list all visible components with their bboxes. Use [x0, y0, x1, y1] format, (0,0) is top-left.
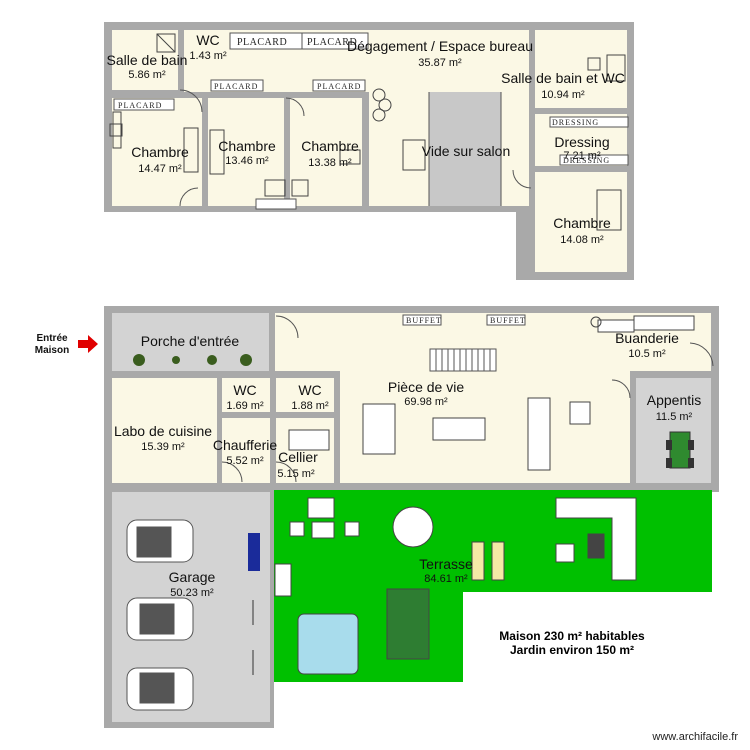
room-area: 14.08 m²: [560, 234, 604, 246]
room-label: Chambre: [553, 215, 611, 231]
room-label: Buanderie: [615, 330, 679, 346]
room-label: Dégagement / Espace bureau: [347, 38, 533, 54]
room-area: 69.98 m²: [404, 396, 448, 408]
room-area: 10.5 m²: [628, 348, 666, 360]
room-label: Salle de bain: [107, 52, 188, 68]
tractor-icon: [666, 431, 694, 469]
room-chambre-2: [208, 98, 284, 206]
room-area: 13.38 m²: [308, 157, 352, 169]
car-icons: [126, 519, 194, 711]
motorcycle-icon: [248, 533, 260, 571]
room-area: 5.15 m²: [277, 468, 315, 480]
summary-line2: Jardin environ 150 m²: [510, 643, 634, 657]
room-label: Porche d'entrée: [141, 333, 240, 349]
room-area: 5.86 m²: [128, 69, 166, 81]
room-label: Pièce de vie: [388, 379, 464, 395]
room-wc-3: [276, 378, 334, 412]
room-area: 1.43 m²: [189, 50, 227, 62]
room-area: 50.23 m²: [170, 587, 214, 599]
plant-icons: [133, 354, 252, 366]
upper-furniture: [109, 33, 626, 231]
room-chambre-1: [112, 98, 202, 206]
room-label: Dressing: [554, 134, 609, 150]
room-chaufferie: [222, 418, 270, 483]
terrace-furniture: [274, 497, 637, 675]
room-label: Appentis: [647, 392, 701, 408]
room-area: 1.69 m²: [226, 400, 264, 412]
room-area: 5.52 m²: [226, 455, 264, 467]
room-salle-de-bain-wc: [535, 30, 627, 108]
room-area: 15.39 m²: [141, 441, 185, 453]
entry-marker: Entrée Maison: [35, 333, 98, 356]
room-label: Garage: [169, 569, 216, 585]
upper-floor: PLACARD PLACARD PLACARD PLACARD PLACARD …: [104, 22, 634, 280]
entry-label-line2: Maison: [35, 345, 69, 356]
room-label: WC: [233, 382, 256, 398]
buffet-tag: BUFFET: [406, 316, 442, 325]
room-label: Terrasse: [419, 556, 473, 572]
placard-label: PLACARD: [317, 82, 361, 91]
buffet-tag: BUFFET: [490, 316, 526, 325]
room-salle-de-bain: [112, 30, 178, 90]
room-label: Chambre: [301, 138, 359, 154]
ground-doors: [221, 315, 714, 483]
room-area: 13.46 m²: [225, 155, 269, 167]
placard-label: PLACARD: [307, 37, 357, 48]
room-area: 10.94 m²: [541, 89, 585, 101]
room-label: Salle de bain et WC: [501, 70, 625, 86]
room-chambre-3: [290, 98, 362, 206]
room-label: Chambre: [218, 138, 276, 154]
room-area: 1.88 m²: [291, 400, 329, 412]
room-label: WC: [196, 32, 219, 48]
room-wc-2: [222, 378, 270, 412]
dressing-tag: DRESSING: [552, 118, 599, 127]
placard-label: PLACARD: [118, 101, 162, 110]
void-over-living: [429, 92, 501, 206]
summary-line1: Maison 230 m² habitables: [499, 629, 645, 643]
room-label: Chaufferie: [213, 437, 278, 453]
room-label: Vide sur salon: [422, 143, 510, 159]
ground-floor: BUFFET BUFFET: [104, 306, 719, 728]
room-chambre-4: [535, 172, 627, 272]
entry-label-line1: Entrée: [36, 333, 68, 344]
dressing-tag: DRESSING: [563, 156, 610, 165]
room-label: Labo de cuisine: [114, 423, 212, 439]
credit-text: www.archifacile.fr: [651, 731, 738, 743]
room-area: 84.61 m²: [424, 573, 468, 585]
ground-furniture: [288, 315, 695, 471]
entry-arrow-icon: [78, 335, 98, 353]
placard-label: PLACARD: [214, 82, 258, 91]
room-area: 11.5 m²: [656, 411, 693, 423]
placard-label: PLACARD: [237, 37, 287, 48]
upper-doors: [179, 89, 532, 207]
placard-tags: [113, 32, 369, 210]
room-area: 7.21 m²: [563, 150, 601, 162]
room-label: WC: [298, 382, 321, 398]
staircase: [429, 348, 497, 372]
room-area: 14.47 m²: [138, 163, 182, 175]
room-label: Cellier: [278, 449, 318, 465]
room-label: Chambre: [131, 144, 189, 160]
room-labo: [112, 378, 217, 483]
room-area: 35.87 m²: [418, 57, 462, 69]
